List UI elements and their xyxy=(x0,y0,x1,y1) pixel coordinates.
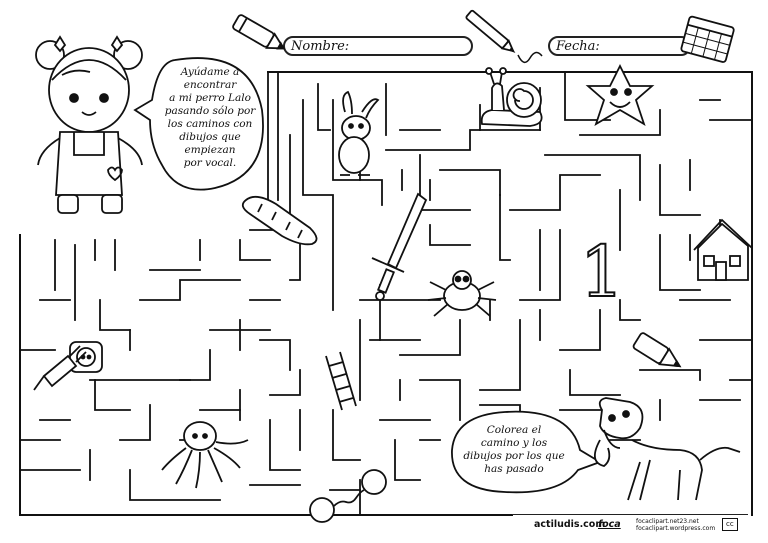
name-field[interactable]: Nombre: xyxy=(283,36,473,56)
pencil-icon xyxy=(465,9,516,53)
pencil-stub-icon xyxy=(632,332,682,368)
girl-character-icon xyxy=(35,35,143,214)
house-icon xyxy=(693,218,753,281)
footer: actiludis.com foca focaclipart.net23.net… xyxy=(512,514,748,537)
speech-bubble-bottom xyxy=(451,410,603,494)
octopus-icon xyxy=(161,421,249,489)
credit-line-1: focaclipart.net23.net xyxy=(636,518,699,525)
rabbit-icon xyxy=(338,90,380,176)
name-label: Nombre: xyxy=(291,39,350,54)
dog-icon xyxy=(594,397,741,501)
credit-line-2: focaclipart.wordpress.com xyxy=(636,525,716,532)
number-one-text: 1 xyxy=(580,231,625,313)
foca-brand[interactable]: foca xyxy=(598,519,621,530)
pencil-icon xyxy=(232,14,286,50)
snail-icon xyxy=(480,67,543,127)
spider-icon xyxy=(427,270,497,317)
bread-icon xyxy=(241,195,318,246)
date-label: Fecha: xyxy=(556,39,600,54)
plug-icon xyxy=(33,341,103,391)
sword-icon xyxy=(371,192,428,301)
ladder-icon xyxy=(325,351,357,411)
instruction-text: Ayúdame a encontrar a mi perro Lalo pasa… xyxy=(164,66,256,169)
actiludis-brand[interactable]: actiludis.com xyxy=(534,519,606,530)
license-badge: cc xyxy=(722,518,738,531)
star-face-icon xyxy=(585,63,655,126)
calendar-icon xyxy=(680,15,735,63)
number-one-icon: 1 xyxy=(579,230,626,314)
speech-bubble-top xyxy=(133,57,264,191)
handcuffs-icon xyxy=(309,469,387,523)
coloring-instruction-text: Colorea el camino y los dibujos por los … xyxy=(463,424,565,475)
maze-walls xyxy=(19,71,753,516)
